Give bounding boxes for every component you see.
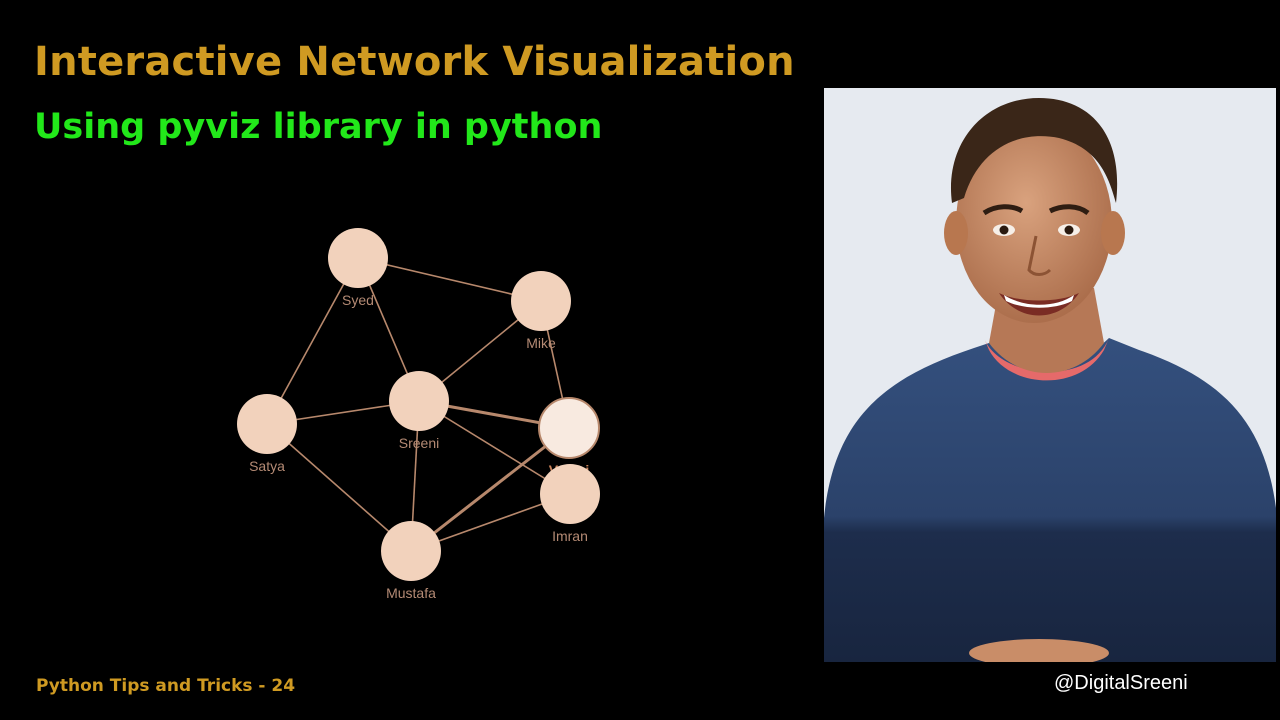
node-circle-imran[interactable] [540,464,600,524]
slide-title: Interactive Network Visualization [34,39,795,85]
node-syed[interactable]: Syed [328,228,388,308]
node-circle-syed[interactable] [328,228,388,288]
node-circle-satya[interactable] [237,394,297,454]
node-label-sreeni: Sreeni [399,435,439,451]
node-circle-mike[interactable] [511,271,571,331]
channel-handle: @DigitalSreeni [1054,672,1188,694]
edge-satya-mustafa[interactable] [266,423,412,552]
node-label-mustafa: Mustafa [386,585,436,601]
node-satya[interactable]: Satya [237,394,297,474]
node-circle-mustafa[interactable] [381,521,441,581]
node-label-imran: Imran [552,528,588,544]
node-label-syed: Syed [342,292,374,308]
node-label-mike: Mike [526,335,556,351]
edge-syed-satya[interactable] [266,257,359,425]
node-label-satya: Satya [249,458,285,474]
node-circle-vamsi[interactable] [538,397,600,459]
presenter-photo [824,88,1276,662]
node-sreeni[interactable]: Sreeni [389,371,449,451]
node-mike[interactable]: Mike [511,271,571,351]
series-label: Python Tips and Tricks - 24 [36,676,296,696]
edge-syed-mike[interactable] [357,257,542,302]
node-mustafa[interactable]: Mustafa [381,521,441,601]
network-nodes: SyedMikeSreeniSatyaVamsiImranMustafa [237,228,600,601]
node-circle-sreeni[interactable] [389,371,449,431]
node-imran[interactable]: Imran [540,464,600,544]
slide-subtitle: Using pyviz library in python [34,107,603,147]
edge-vamsi-mustafa[interactable] [410,426,570,553]
